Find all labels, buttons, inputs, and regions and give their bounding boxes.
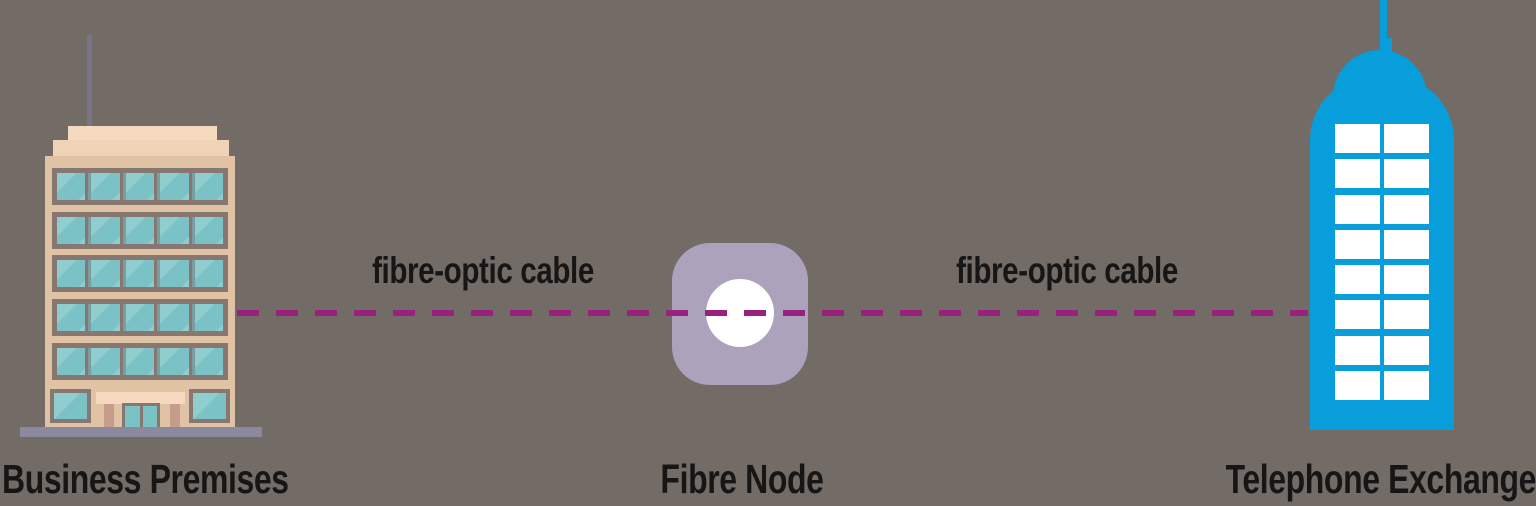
exchange-window [1384, 335, 1429, 365]
fibre-cable-line [237, 310, 1308, 316]
exchange-window [1335, 300, 1380, 330]
exchange-building-body [1310, 76, 1454, 430]
business-roof-top [68, 126, 217, 140]
exchange-window [1335, 265, 1380, 295]
cable-label-right: fibre-optic cable [956, 250, 1178, 291]
business-window-row [52, 342, 228, 380]
business-entrance-canopy [96, 392, 185, 404]
business-base-strip [20, 427, 262, 437]
exchange-windows [1335, 124, 1429, 401]
exchange-window [1384, 300, 1429, 330]
business-pillar-left [104, 404, 114, 430]
exchange-window [1335, 371, 1380, 401]
exchange-window [1335, 229, 1380, 259]
business-window-row [52, 168, 228, 205]
exchange-window [1384, 265, 1429, 295]
exchange-window [1384, 229, 1429, 259]
exchange-window [1335, 335, 1380, 365]
exchange-window [1384, 124, 1429, 153]
exchange-window [1335, 124, 1380, 153]
exchange-window [1384, 371, 1429, 401]
exchange-window [1335, 159, 1380, 189]
business-window-row [52, 299, 228, 337]
fibre-node-label: Fibre Node [660, 456, 824, 502]
business-windows [52, 168, 228, 380]
exchange-window [1384, 159, 1429, 189]
exchange-window [1335, 194, 1380, 224]
exchange-window [1384, 194, 1429, 224]
business-pillar-right [170, 404, 180, 430]
business-ground-window-right [189, 389, 230, 423]
business-window-row [52, 255, 228, 293]
business-door [122, 403, 160, 430]
telephone-exchange-label: Telephone Exchange [1225, 456, 1536, 502]
cable-label-left: fibre-optic cable [372, 250, 594, 291]
business-window-row [52, 211, 228, 249]
business-premises-label: Business Premises [2, 456, 289, 502]
business-ground-window-left [50, 389, 91, 423]
exchange-antenna-icon [1380, 0, 1387, 56]
business-roof-lower [53, 140, 229, 156]
business-antenna-icon [87, 35, 92, 130]
